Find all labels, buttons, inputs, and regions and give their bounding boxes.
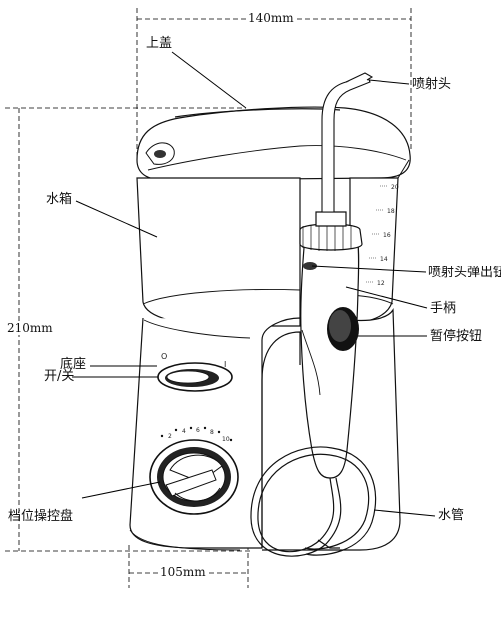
tank-scale-mark: 12 — [377, 280, 385, 287]
pressure-dial: 2 4 6 8 10 — [149, 426, 239, 515]
label-power-switch: 开/关 — [44, 369, 75, 384]
label-base: 底座 — [60, 357, 87, 372]
label-tank: 水箱 — [46, 192, 73, 207]
tank-scale-mark: 16 — [383, 232, 391, 239]
leader-lines — [72, 51, 436, 517]
dimension-width-top: 140mm — [246, 11, 296, 25]
label-nozzle: 喷射头 — [412, 77, 452, 92]
dial-number: 2 — [168, 433, 172, 440]
tank-scale-mark: 20 — [391, 184, 399, 191]
tank-scale: 20 18 16 14 12 — [366, 184, 399, 287]
dimension-width-bottom: 105mm — [158, 565, 208, 579]
switch-on-mark: I — [224, 360, 226, 369]
label-pressure-dial: 档位操控盘 — [8, 509, 74, 524]
dimension-height: 210mm — [5, 321, 55, 335]
dial-number: 6 — [196, 427, 200, 434]
switch-off-mark: O — [161, 352, 167, 361]
tank-scale-mark: 18 — [387, 208, 395, 215]
tank-scale-mark: 14 — [380, 256, 388, 263]
label-nozzle-eject: 喷射头弹出钮 — [428, 266, 501, 280]
water-tank — [136, 159, 410, 327]
dial-number: 4 — [182, 428, 186, 435]
label-lid: 上盖 — [146, 36, 173, 51]
base — [129, 308, 401, 551]
label-pause-button: 暂停按钮 — [430, 329, 483, 344]
dial-number: 10 — [222, 436, 230, 443]
hose — [250, 446, 377, 557]
nozzle — [321, 72, 374, 213]
label-hose: 水管 — [438, 508, 465, 523]
label-handle: 手柄 — [430, 301, 457, 316]
dial-number: 8 — [210, 429, 214, 436]
lid — [136, 106, 411, 181]
